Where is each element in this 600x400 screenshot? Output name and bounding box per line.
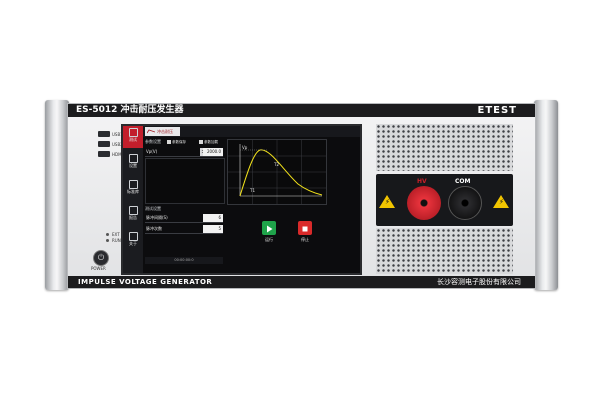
instrument-front-panel: ES-5012 冲击耐压发生器 ETEST USB1 USB2 HDMI EXT… <box>67 103 536 289</box>
power-button[interactable]: ⏻ <box>93 250 109 266</box>
com-label: COM <box>455 178 471 185</box>
stop-label: 停止 <box>301 237 309 242</box>
library-icon <box>128 180 138 189</box>
nav-item-test[interactable]: 测试 <box>123 126 143 148</box>
save-icon <box>167 140 171 144</box>
left-rack-handle[interactable] <box>45 100 69 290</box>
impulse-waveform-curve <box>239 149 323 197</box>
usb2-port[interactable] <box>98 141 110 147</box>
refresh-icon <box>199 140 203 144</box>
screen-sidebar: 测试 设置 标准库 报告 关于 <box>123 126 143 273</box>
stop-button[interactable] <box>298 221 312 235</box>
company-name: 长沙容测电子股份有限公司 <box>437 278 521 286</box>
nav-label: 关于 <box>129 241 137 246</box>
top-title-bar: ES-5012 冲击耐压发生器 ETEST <box>68 104 535 117</box>
info-icon <box>128 232 138 241</box>
nav-item-about[interactable]: 关于 <box>123 230 143 252</box>
lower-vent-grille <box>376 228 513 274</box>
nav-item-standards[interactable]: 标准库 <box>123 178 143 200</box>
load-params-button[interactable]: 参数加载 <box>199 139 218 146</box>
ext-indicator-label: EXT <box>112 232 120 237</box>
bottom-info-bar: IMPULSE VOLTAGE GENERATOR 长沙容测电子股份有限公司 <box>68 276 535 288</box>
nav-label: 报告 <box>129 215 137 220</box>
product-name: IMPULSE VOLTAGE GENERATOR <box>78 278 213 286</box>
warning-icon: ⚡ <box>493 195 509 208</box>
count-input[interactable]: 5 <box>203 225 223 233</box>
run-button[interactable] <box>262 221 276 235</box>
right-rack-handle[interactable] <box>534 100 558 290</box>
voltage-label: Vp(V) <box>146 149 158 154</box>
run-label: 运行 <box>265 237 273 242</box>
run-indicator-label: RUN <box>112 238 121 243</box>
hv-terminal-panel: ⚡ HV COM ⚡ <box>376 174 513 226</box>
com-terminal-post[interactable] <box>448 186 482 220</box>
count-param-row: 脉冲次数 5 <box>145 225 223 234</box>
voltage-input[interactable]: 2000.0 <box>203 148 223 156</box>
impulse-waveform-graph: Vp T1 T2 <box>227 139 327 205</box>
interval-param-row: 脉冲间隔(S) 6 <box>145 214 223 223</box>
usb2-label: USB2 <box>112 142 123 147</box>
status-bar: 00:00:00:0 <box>145 257 223 264</box>
hv-terminal-post[interactable] <box>407 186 441 220</box>
ext-indicator-led <box>106 233 109 236</box>
tab-impulse-withstand[interactable]: 冲击耐压 <box>145 127 180 136</box>
screen-tab-bar: 冲击耐压 <box>143 126 360 137</box>
graph-grid <box>228 140 326 204</box>
tool-label: 参数加载 <box>204 140 218 144</box>
test-section-title: 测试设置 <box>145 206 161 211</box>
nav-label: 标准库 <box>127 189 139 194</box>
power-label: POWER <box>91 266 106 271</box>
t2-marker: T2 <box>273 162 279 167</box>
upper-vent-grille <box>376 124 513 171</box>
interval-input[interactable]: 6 <box>203 214 223 222</box>
nav-label: 设置 <box>129 163 137 168</box>
params-section-title: 参数设置 <box>145 139 161 144</box>
settings-icon <box>128 154 138 163</box>
report-icon <box>128 206 138 215</box>
voltage-param-row: Vp(V) ± 2000.0 <box>145 148 223 157</box>
usb1-label: USB1 <box>112 132 123 137</box>
tab-label: 冲击耐压 <box>157 129 173 134</box>
nav-item-report[interactable]: 报告 <box>123 204 143 226</box>
interval-label: 脉冲间隔(S) <box>146 215 168 220</box>
touch-screen: 测试 设置 标准库 报告 关于 冲击耐压 <box>121 124 362 275</box>
peak-marker: Vp <box>242 145 248 150</box>
t1-marker: T1 <box>249 188 255 193</box>
tool-label: 参数保存 <box>172 140 186 144</box>
brand-logo: ETEST <box>477 105 517 116</box>
hv-label: HV <box>417 178 427 185</box>
hv-warning-icon: ⚡ <box>379 195 395 208</box>
hdmi-port[interactable] <box>98 151 110 157</box>
hdmi-label: HDMI <box>112 152 123 157</box>
test-icon <box>128 128 138 137</box>
model-title: ES-5012 冲击耐压发生器 <box>76 105 184 115</box>
nav-item-settings[interactable]: 设置 <box>123 152 143 174</box>
stop-icon <box>302 226 308 232</box>
count-label: 脉冲次数 <box>146 226 162 231</box>
save-params-button[interactable]: 参数保存 <box>167 139 186 146</box>
nav-label: 测试 <box>129 137 137 142</box>
run-indicator-led <box>106 239 109 242</box>
usb1-port[interactable] <box>98 131 110 137</box>
impulse-wave-icon <box>147 129 155 134</box>
play-icon <box>267 225 273 233</box>
preview-panel <box>145 158 225 204</box>
